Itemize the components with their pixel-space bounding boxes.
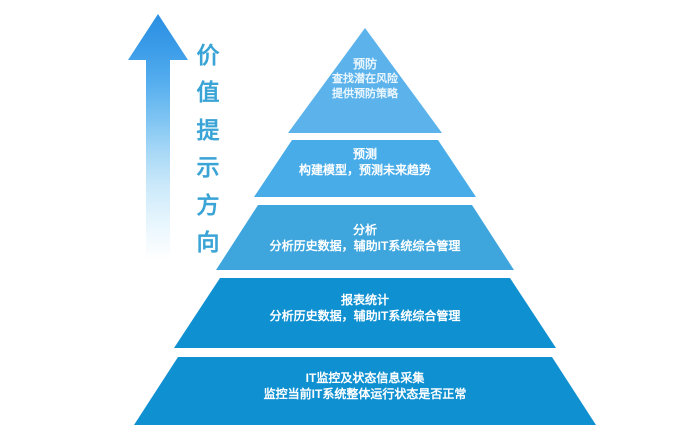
caption-char: 值 bbox=[196, 79, 220, 106]
pyramid-tier-2-shape[interactable] bbox=[254, 140, 476, 197]
caption-char: 价 bbox=[196, 42, 220, 68]
caption-char: 方 bbox=[196, 191, 220, 218]
pyramid-tier-1-shape[interactable] bbox=[288, 28, 442, 133]
arrow-icon bbox=[128, 14, 188, 260]
value-direction-caption: 价 值 提 示 方 向 bbox=[188, 44, 228, 254]
caption-char: 提 bbox=[196, 116, 220, 143]
caption-char: 示 bbox=[196, 154, 220, 181]
pyramid-tier-5-shape[interactable] bbox=[134, 357, 596, 425]
pyramid-tier-4-shape[interactable] bbox=[174, 278, 556, 348]
caption-char: 向 bbox=[196, 228, 220, 255]
value-direction-arrow bbox=[126, 12, 190, 262]
pyramid-tier-3-shape[interactable] bbox=[216, 205, 514, 270]
